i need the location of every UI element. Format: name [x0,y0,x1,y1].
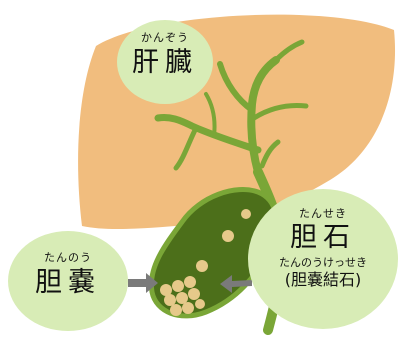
gallbladder-reading: たんのう [44,251,92,264]
gallstone-arrow-icon [220,275,252,293]
gallstone-sub-name: (胆嚢結石) [284,270,362,289]
gallbladder-arrow-icon [128,273,158,293]
liver-reading: かんぞう [141,31,189,44]
gallstone-name: 胆石 [290,222,356,253]
gallbladder-bubble [8,231,128,331]
liver-label: かんぞう 肝臓 [117,32,213,76]
gallstone-bubble [248,189,398,329]
gallstone-label: たんせき 胆石 たんのうけっせき (胆嚢結石) [253,208,393,288]
gallstone-sub-reading: たんのうけっせき [279,256,367,269]
gallbladder-label: たんのう 胆嚢 [14,252,122,296]
liver-bubble [117,20,213,104]
pointer-arrows [128,273,252,293]
liver-name: 肝臓 [132,47,198,78]
gallstones [160,209,251,316]
gallstone-reading: たんせき [299,207,347,220]
gallbladder-name: 胆嚢 [35,267,101,298]
